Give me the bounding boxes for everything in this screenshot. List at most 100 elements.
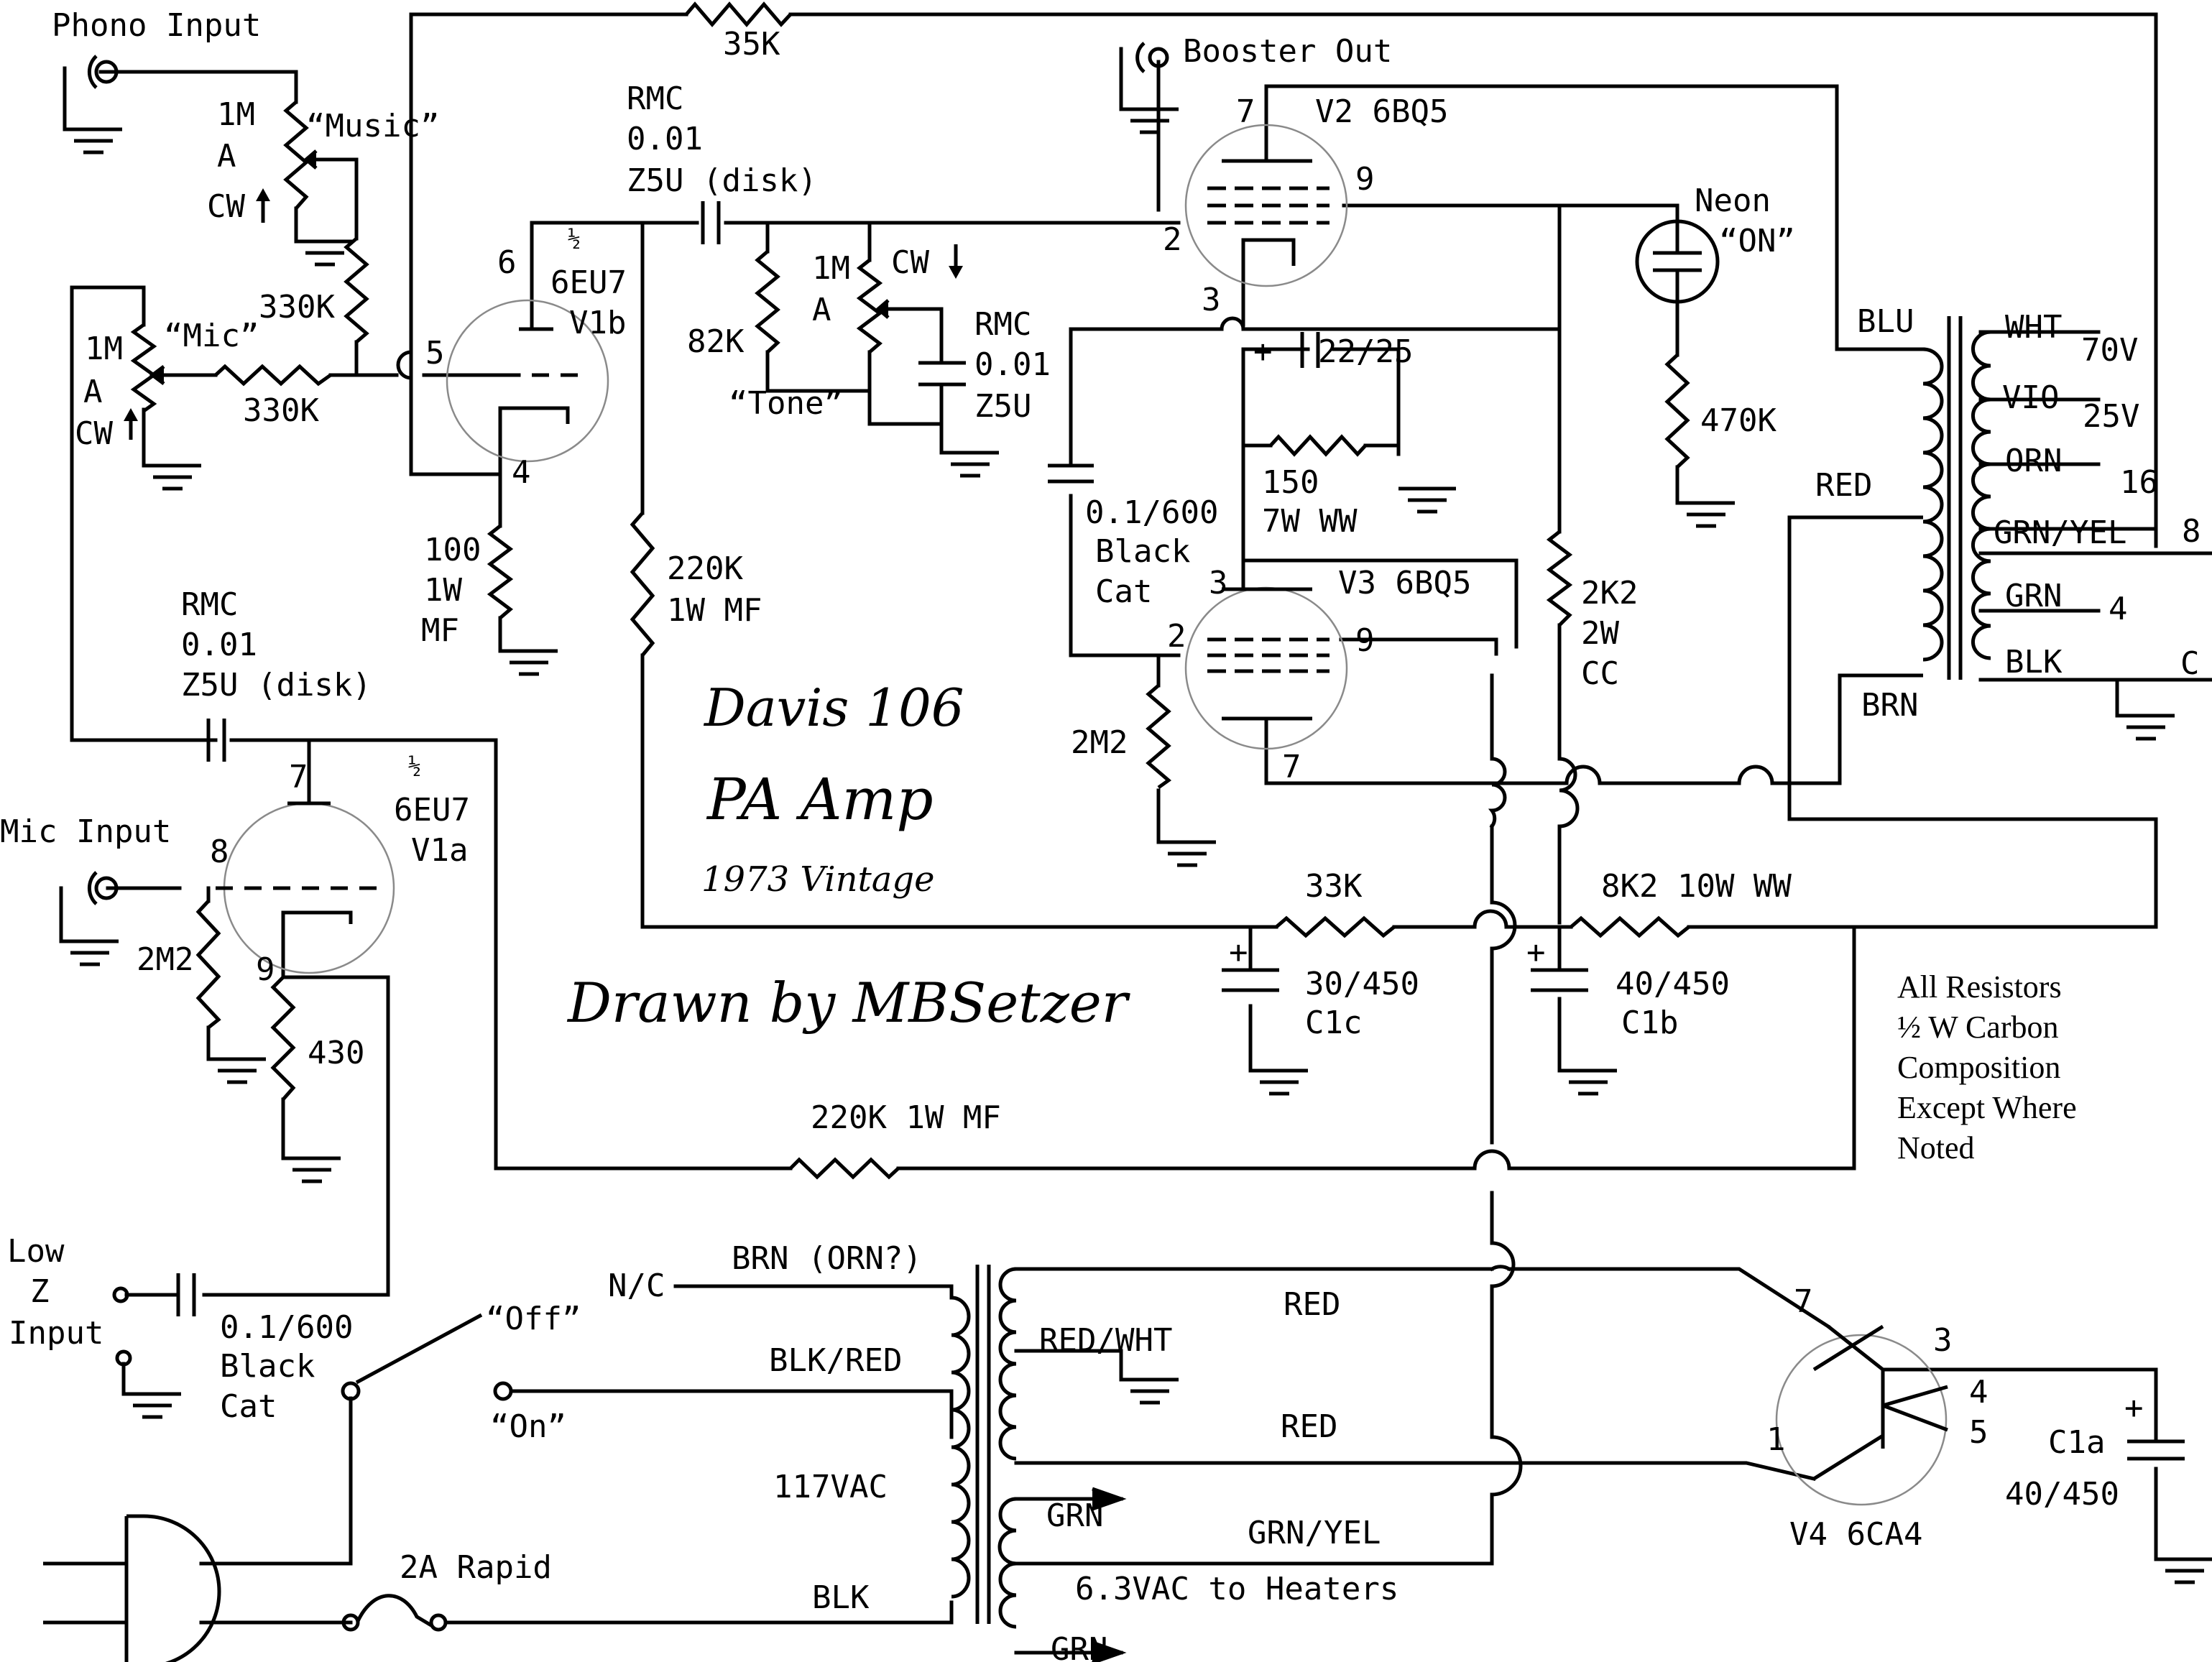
label-pin7-v2: 7 xyxy=(1236,93,1255,130)
label-rmc-3: RMC xyxy=(181,586,238,623)
label-on: “ON” xyxy=(1719,223,1795,259)
title-line3: 1973 Vintage xyxy=(701,859,935,900)
label-330k-mic: 330K xyxy=(243,392,319,429)
capacitors xyxy=(176,201,2185,1461)
label-grn-2: GRN xyxy=(1051,1631,1107,1662)
label-a-mic: A xyxy=(83,374,103,410)
label-pin2-v3: 2 xyxy=(1167,618,1186,655)
label-2k2: 2K2 xyxy=(1581,575,1638,611)
ac-plug xyxy=(43,1514,221,1662)
label-c1b: C1b xyxy=(1621,1005,1678,1041)
label-30-450: 30/450 xyxy=(1305,966,1419,1002)
resistor-470k xyxy=(1664,354,1690,468)
label-1m-mic: 1M xyxy=(85,331,123,367)
pot-mic xyxy=(130,323,157,413)
label-cw-tone: CW xyxy=(891,244,929,281)
label-rmc-1: RMC xyxy=(627,80,683,117)
label-input: Input xyxy=(9,1315,103,1352)
note-line2: ½ W Carbon xyxy=(1897,1010,2058,1045)
wires xyxy=(59,12,2212,1655)
jacks xyxy=(87,42,1169,1367)
label-pin4: 4 xyxy=(512,454,531,491)
resistor-150-7w xyxy=(1269,434,1367,457)
label-z5u-disk-1: Z5U (disk) xyxy=(627,162,817,199)
label-pin8-v1a: 8 xyxy=(210,834,229,870)
label-1w: 1W xyxy=(424,572,462,609)
label-220k-1w-mf: 220K 1W MF xyxy=(811,1099,1001,1136)
label-220k: 220K xyxy=(667,550,743,587)
label-1m: 1M xyxy=(217,96,255,133)
resistor-8k2-10w xyxy=(1570,915,1690,938)
label-001-2: 0.01 xyxy=(974,346,1051,383)
neon-lamp xyxy=(1635,219,1720,304)
label-8: 8 xyxy=(2182,513,2201,550)
label-1w-mf: 1W MF xyxy=(667,592,762,629)
label-c: C xyxy=(2180,645,2200,682)
label-z5u-disk-3: Z5U (disk) xyxy=(181,667,372,703)
label-v2: V2 6BQ5 xyxy=(1315,93,1448,130)
label-22-25: 22/25 xyxy=(1318,333,1413,370)
label-35k: 35K xyxy=(723,26,780,63)
label-pin9-v3: 9 xyxy=(1355,622,1375,659)
potentiometers xyxy=(130,101,898,413)
label-pin5-v4: 5 xyxy=(1969,1414,1989,1451)
label-plus-c1b: + xyxy=(1526,934,1546,971)
label-pin5: 5 xyxy=(425,335,445,371)
label-001-3: 0.01 xyxy=(181,627,257,663)
label-rmc-2: RMC xyxy=(974,306,1031,343)
label-v1b: V1b xyxy=(569,305,626,341)
label-brn-orn: BRN (ORN?) xyxy=(732,1240,922,1277)
label-pin3-v4: 3 xyxy=(1933,1322,1953,1359)
label-red-1: RED xyxy=(1284,1286,1340,1323)
label-4: 4 xyxy=(2109,591,2128,627)
label-z: Z xyxy=(30,1273,50,1310)
note-line5: Noted xyxy=(1897,1130,1975,1165)
label-neon: Neon xyxy=(1695,183,1771,219)
resistor-2m2-v1a xyxy=(195,900,221,1029)
label-plus-c22: + xyxy=(1253,333,1273,370)
label-01-600-a: 0.1/600 xyxy=(1085,494,1218,531)
text-labels: Phono Input 1M A CW “Music” 330K 35K 1M … xyxy=(0,7,2201,1662)
label-a-tone: A xyxy=(812,292,831,328)
label-v3: V3 6BQ5 xyxy=(1338,565,1471,601)
label-150: 150 xyxy=(1262,464,1319,501)
label-half-v1a: ½ xyxy=(408,754,421,779)
label-pin7-v1a: 7 xyxy=(289,759,308,795)
label-on-switch: “On” xyxy=(490,1408,566,1445)
label-z5u: Z5U xyxy=(974,388,1031,425)
credit-line: Drawn by MBSetzer xyxy=(566,971,1131,1035)
label-1m-tone: 1M xyxy=(812,250,850,287)
resistor-220k-1w xyxy=(630,512,655,657)
label-pin3-v2: 3 xyxy=(1202,282,1221,318)
label-pin7-v3: 7 xyxy=(1282,749,1301,785)
label-pin9-v1a: 9 xyxy=(256,951,275,988)
label-001-1: 0.01 xyxy=(627,121,703,157)
label-330k-music: 330K xyxy=(259,289,335,326)
label-70v: 70V xyxy=(2081,332,2138,369)
label-100: 100 xyxy=(424,532,481,568)
label-16: 16 xyxy=(2120,464,2158,501)
label-nc: N/C xyxy=(608,1268,665,1304)
label-mic-input: Mic Input xyxy=(0,813,171,850)
resistor-2m2-v3 xyxy=(1146,684,1172,790)
label-red-2: RED xyxy=(1281,1408,1337,1445)
label-33k: 33K xyxy=(1305,868,1363,905)
label-2a-rapid: 2A Rapid xyxy=(400,1549,552,1586)
label-music: “Music” xyxy=(306,108,439,144)
label-cw: CW xyxy=(207,188,245,225)
title-line1: Davis 106 xyxy=(703,678,964,738)
tube-v3 xyxy=(1184,586,1348,750)
label-brn-ot: BRN xyxy=(1861,687,1918,724)
wire-crossovers xyxy=(396,316,1774,1497)
label-orn: ORN xyxy=(2005,443,2062,479)
label-82k: 82K xyxy=(687,323,745,360)
label-grn-1: GRN xyxy=(1046,1497,1103,1534)
label-plus-c1c: + xyxy=(1229,934,1248,971)
resistor-35k xyxy=(685,1,792,27)
tube-v2 xyxy=(1184,124,1348,287)
label-blk-ot: BLK xyxy=(2005,644,2063,680)
label-430: 430 xyxy=(308,1035,364,1071)
resistor-330k-music xyxy=(344,237,369,343)
fuse-2a xyxy=(341,1594,448,1632)
